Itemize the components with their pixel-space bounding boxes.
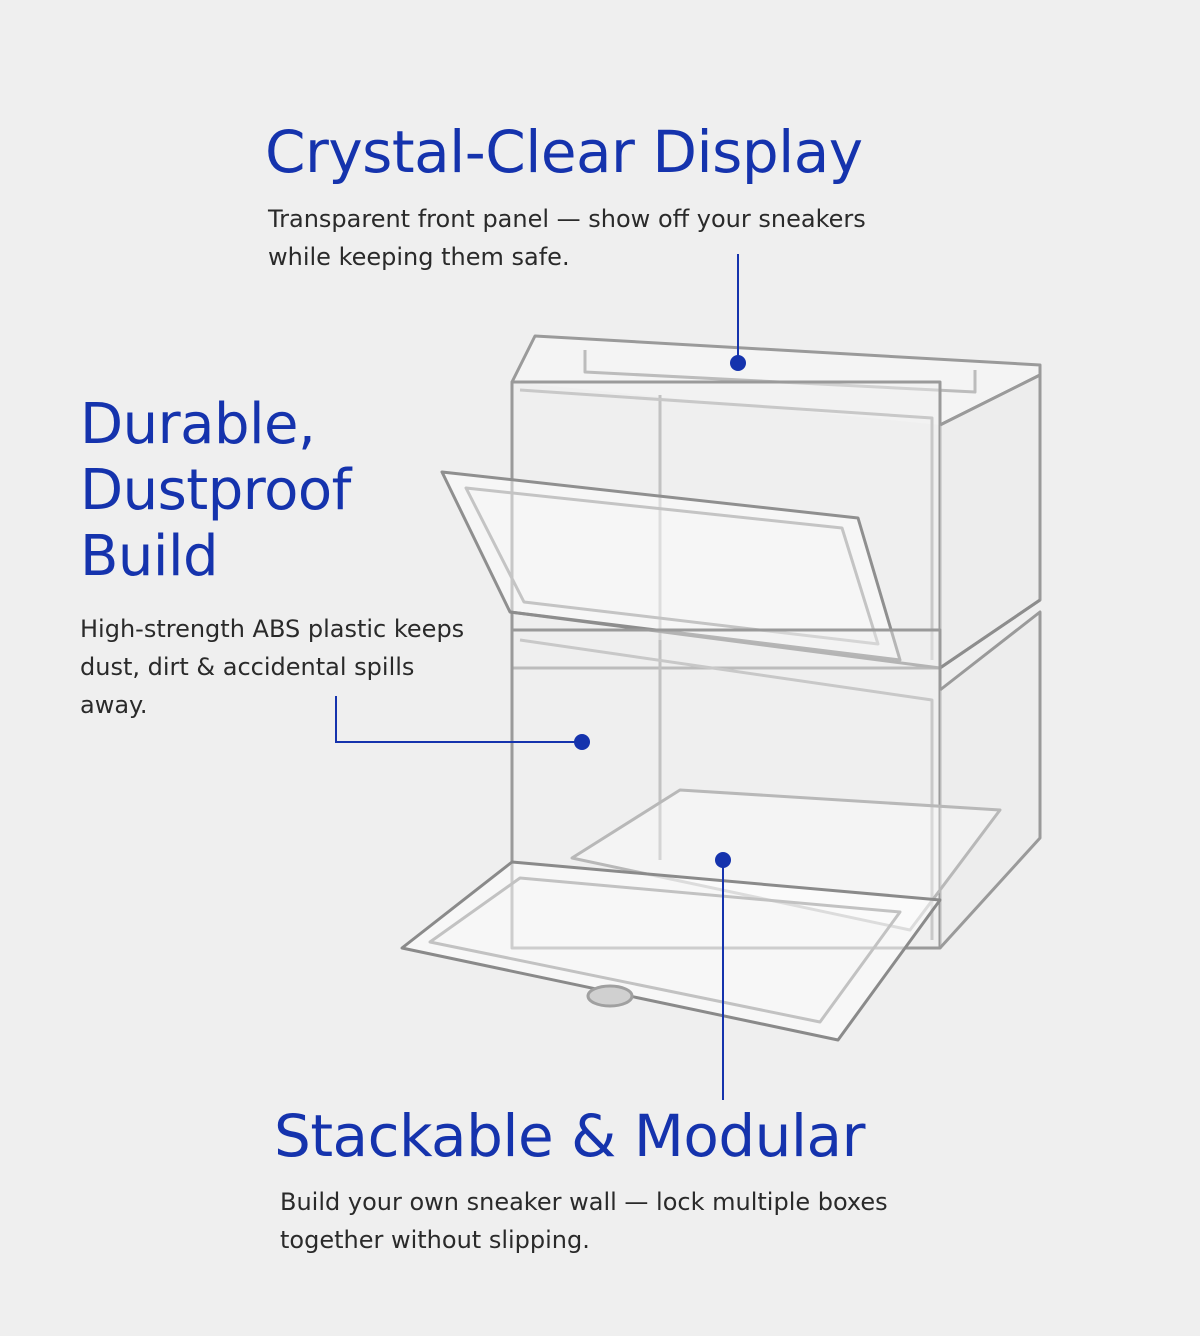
callout-dot-display	[730, 355, 746, 371]
feature-description-display: Transparent front panel — show off your …	[268, 205, 866, 271]
feature-title-durable: Durable, Dustproof Build	[80, 392, 351, 589]
feature-title-display: Crystal-Clear Display	[265, 118, 863, 186]
feature-description-stackable: Build your own sneaker wall — lock multi…	[280, 1188, 888, 1254]
callout-dot-durable	[574, 734, 590, 750]
callout-dot-stackable	[715, 852, 731, 868]
callout-lines	[335, 254, 746, 1100]
callout-line-durable	[335, 696, 582, 743]
feature-description-durable: High-strength ABS plastic keeps dust, di…	[80, 615, 465, 719]
shoe-box-stack-image	[400, 334, 1042, 1042]
feature-title-stackable: Stackable & Modular	[274, 1102, 865, 1170]
